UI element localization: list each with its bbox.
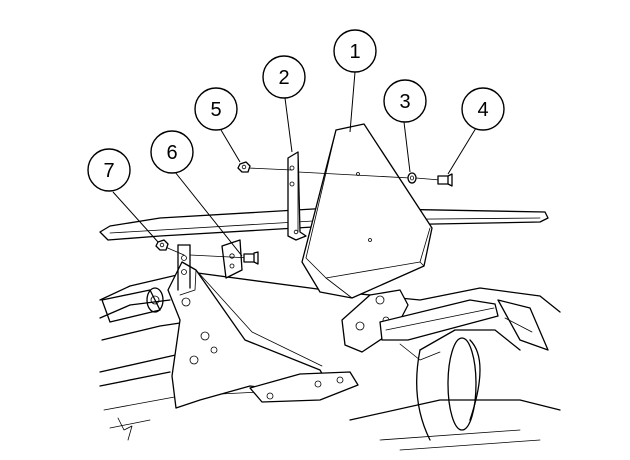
left-cylinder (101, 287, 164, 323)
mounting-bracket (287, 151, 307, 241)
callout-3: 3 (383, 79, 427, 123)
callout-4-circle (461, 87, 505, 131)
bolt-4 (437, 173, 453, 187)
callout-1: 1 (333, 29, 377, 73)
bolt-6 (243, 251, 259, 265)
callout-1-label: 1 (349, 41, 360, 63)
washer-3 (407, 172, 417, 184)
callout-2-label: 2 (278, 67, 289, 89)
callout-6-circle (150, 130, 194, 174)
callout-3-label: 3 (399, 91, 410, 113)
triangular-reflector (301, 123, 433, 299)
callout-1-circle (333, 29, 377, 73)
callout-7: 7 (87, 148, 131, 192)
callout-4-label: 4 (477, 99, 488, 121)
callout-3-circle (383, 79, 427, 123)
callout-5-circle (194, 87, 238, 131)
callout-2: 2 (262, 55, 306, 99)
callout-6: 6 (150, 130, 194, 174)
callout-7-label: 7 (103, 160, 114, 182)
callout-4: 4 (461, 87, 505, 131)
callout-6-label: 6 (166, 142, 177, 164)
callout-7-circle (87, 148, 131, 192)
callout-5-label: 5 (210, 99, 221, 121)
small-bracket (221, 239, 243, 279)
frame-structure (99, 271, 561, 451)
callout-2-circle (262, 55, 306, 99)
tower-bracket (167, 244, 359, 409)
nut-7 (155, 239, 169, 251)
callout-5: 5 (194, 87, 238, 131)
nut-5 (237, 161, 251, 173)
leader-lines (112, 71, 477, 257)
